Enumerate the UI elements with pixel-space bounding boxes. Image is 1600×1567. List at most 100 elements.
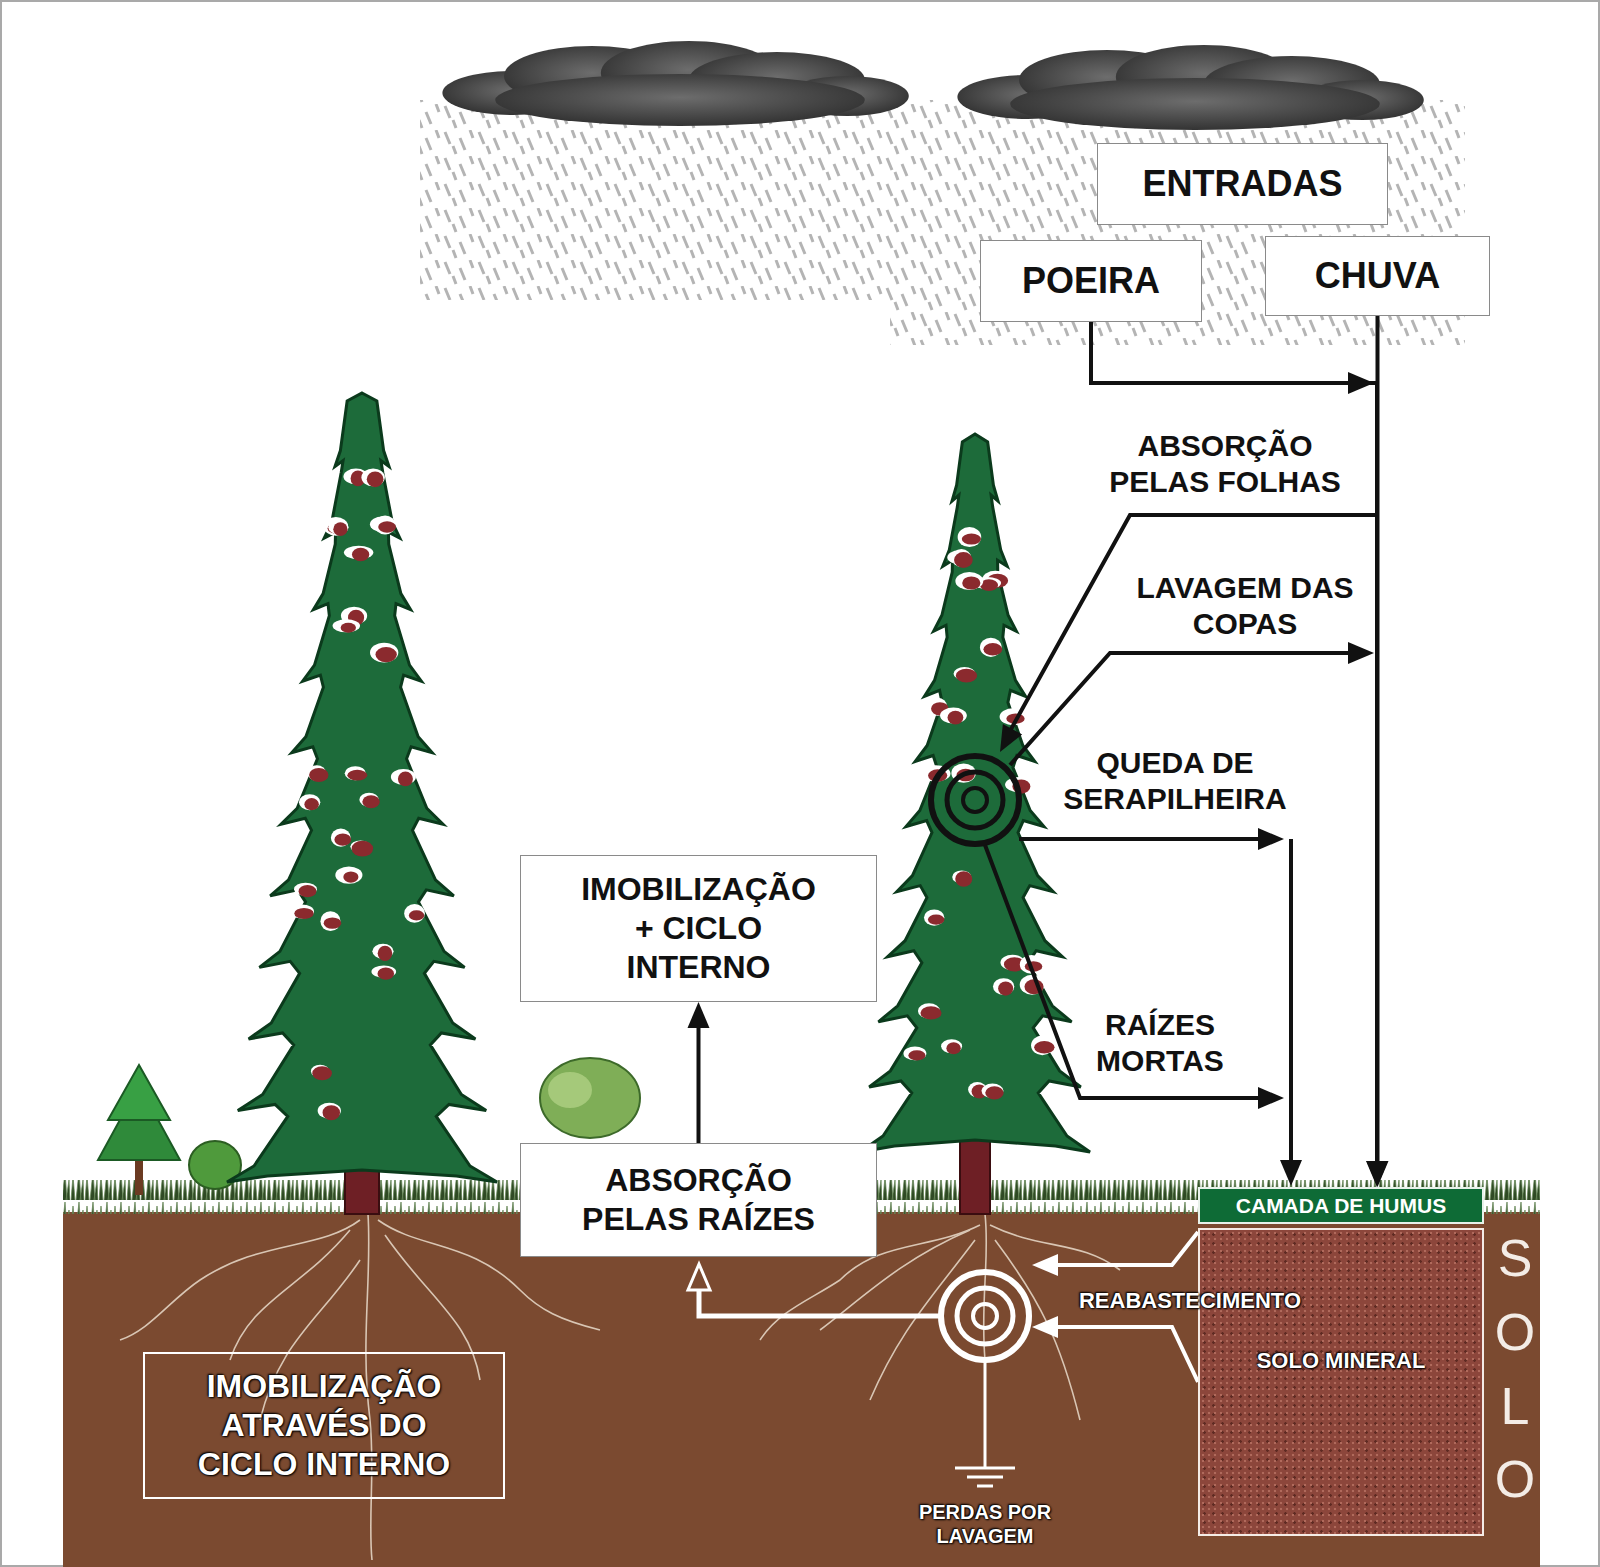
soil-box: SOLO MINERAL	[1198, 1228, 1484, 1536]
flow-label: REABASTECIMENTO	[1079, 1288, 1301, 1314]
crown-branch	[309, 768, 328, 782]
flow-connector	[1367, 316, 1389, 1187]
ring-middle	[947, 772, 1003, 828]
soil-ring	[973, 1304, 997, 1328]
crown-branch	[352, 548, 369, 561]
pine-tree	[860, 434, 1090, 1214]
box-text: IMOBILIZAÇÃO + CICLO INTERNO	[570, 870, 827, 987]
crown-branch	[323, 1105, 341, 1120]
crown-branch	[378, 521, 396, 532]
soil	[63, 1212, 1540, 1567]
crown-gap	[324, 517, 348, 536]
box-text: POEIRA	[1022, 259, 1160, 303]
crown-branch	[362, 795, 380, 808]
text-box: ENTRADAS	[1097, 143, 1388, 225]
replenish-line	[1055, 1232, 1198, 1265]
root	[230, 1230, 350, 1360]
cloud-puff	[1010, 78, 1380, 130]
box-text: ENTRADAS	[1142, 162, 1342, 206]
crown-branch	[908, 1050, 925, 1060]
arrowhead	[688, 1264, 710, 1290]
box-text: SOLO MINERAL	[1257, 1348, 1426, 1375]
crown-branch	[299, 885, 317, 897]
arrowhead	[1000, 724, 1022, 752]
flow-connector	[688, 1002, 710, 1143]
crown-branch	[377, 968, 394, 980]
crown-branch	[375, 647, 396, 662]
ring-inner	[963, 788, 987, 812]
soil-ring	[957, 1288, 1013, 1344]
ground-symbol	[967, 1476, 1003, 1479]
crown-branch	[948, 711, 964, 725]
flow-label: QUEDA DE SERAPILHEIRA	[1048, 745, 1303, 817]
crown-branch	[324, 917, 342, 928]
box-text: CAMADA DE HUMUS	[1236, 1193, 1446, 1219]
text-box: IMOBILIZAÇÃO ATRAVÉS DO CICLO INTERNO	[143, 1352, 505, 1499]
crown-gap	[290, 905, 314, 919]
crown-branch	[983, 643, 1002, 655]
box-text: CHUVA	[1315, 254, 1440, 298]
crown-branch	[954, 552, 973, 568]
dead-roots-line	[985, 845, 1258, 1098]
crown-gap	[404, 904, 425, 923]
crown-gap	[320, 911, 340, 931]
crown-branch	[956, 669, 977, 683]
crown-gap	[955, 572, 983, 590]
pine-tree	[227, 393, 497, 1214]
crown-gap	[299, 794, 320, 810]
arrowhead	[1258, 1087, 1284, 1109]
box-text: IMOBILIZAÇÃO ATRAVÉS DO CICLO INTERNO	[193, 1367, 455, 1484]
text-box: ABSORÇÃO PELAS RAÍZES	[520, 1143, 877, 1257]
crown-branch	[304, 798, 319, 810]
crown-gap	[940, 708, 967, 724]
arrowhead	[688, 1002, 710, 1028]
crown-branch	[294, 908, 313, 919]
flow-label: PERDAS POR LAVAGEM	[910, 1500, 1060, 1548]
crown-branch	[378, 946, 393, 961]
crown-gap	[375, 515, 396, 534]
crown-branch	[333, 522, 347, 536]
crown-branch	[985, 1086, 1003, 1099]
bush-highlight	[548, 1072, 592, 1108]
arrowhead	[1032, 1316, 1058, 1338]
root	[120, 1220, 360, 1340]
crown-branch	[1034, 1041, 1054, 1053]
flow-label: LAVAGEM DAS COPAS	[1118, 570, 1373, 642]
crown-branch	[343, 871, 358, 882]
crown-gap	[924, 909, 944, 925]
crown-gap	[333, 619, 360, 632]
humus-band: CAMADA DE HUMUS	[1198, 1187, 1484, 1224]
crown-branch	[367, 472, 384, 488]
crown-branch	[962, 576, 980, 589]
flow-label: ABSORÇÃO PELAS FOLHAS	[1098, 428, 1353, 500]
crown-branch	[334, 834, 351, 846]
ring-outer	[931, 756, 1019, 844]
arrowhead	[1280, 1160, 1302, 1186]
text-box: IMOBILIZAÇÃO + CICLO INTERNO	[520, 855, 877, 1002]
connector-line	[697, 1022, 701, 1143]
small-tree	[108, 1065, 170, 1120]
arrowhead	[1032, 1254, 1058, 1276]
text-box: CHUVA	[1265, 236, 1490, 316]
replenish-line	[1055, 1327, 1198, 1382]
crown-gap	[993, 978, 1014, 995]
crown-branch	[955, 871, 972, 887]
tree-crown	[227, 393, 497, 1182]
cloud	[957, 45, 1423, 130]
cloud	[442, 41, 908, 126]
crown-gap	[370, 643, 398, 663]
box-text: ABSORÇÃO PELAS RAÍZES	[566, 1161, 832, 1239]
crown-gap	[980, 638, 1002, 657]
soil-ring	[941, 1272, 1029, 1360]
crown-gap	[903, 1047, 926, 1061]
crown-branch	[962, 534, 981, 545]
vertical-label: SOLO	[1489, 1222, 1541, 1517]
litterfall-line	[1019, 837, 1262, 841]
arrowhead	[1348, 642, 1374, 664]
crown-gap	[335, 866, 362, 883]
crown-branch	[946, 1042, 960, 1054]
nutrient-ring	[931, 756, 1019, 844]
crown-branch	[409, 910, 424, 920]
root	[385, 1235, 480, 1380]
